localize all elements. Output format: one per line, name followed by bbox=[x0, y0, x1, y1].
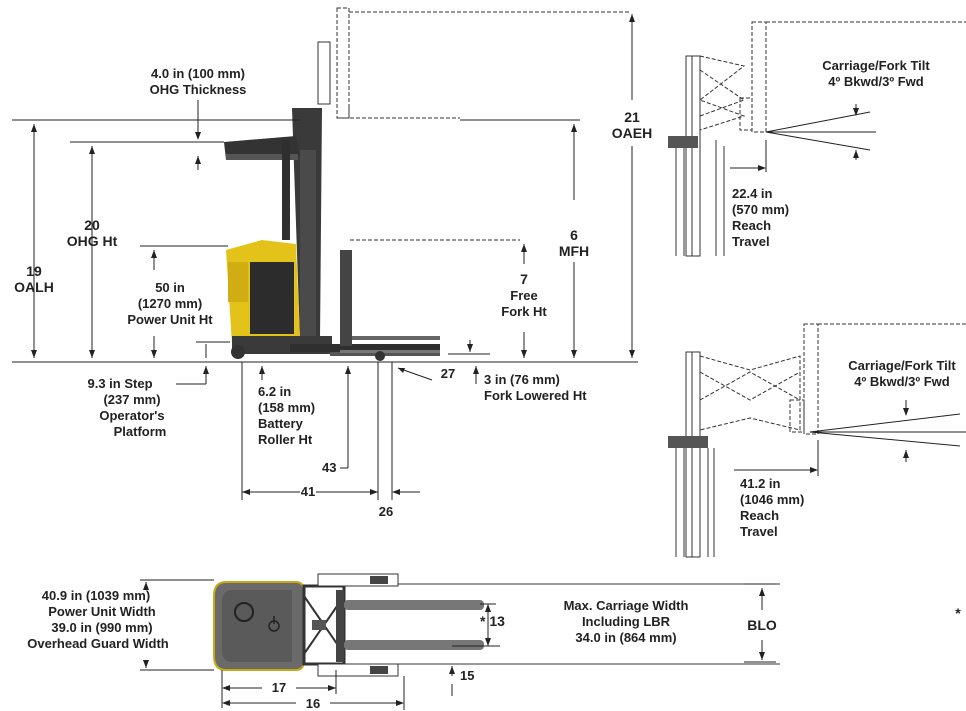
reach-detail-1 bbox=[668, 21, 966, 257]
carriage-width-line-1: Max. Carriage Width bbox=[564, 598, 689, 613]
free-fork-line-1: Free bbox=[510, 288, 537, 303]
ohg-ht-number: 20 bbox=[84, 217, 100, 233]
step-line-3: Operator's bbox=[99, 408, 164, 423]
side-dimensions bbox=[12, 14, 635, 500]
power-unit-width-line-2: Power Unit Width bbox=[48, 604, 156, 619]
reach-detail-2 bbox=[668, 323, 966, 558]
reach-1-line-4: Travel bbox=[732, 234, 770, 249]
dim-26: 26 bbox=[379, 504, 393, 519]
free-fork-line-2: Fork Ht bbox=[501, 304, 547, 319]
blo-label: BLO bbox=[747, 617, 777, 633]
tilt-1-line-1: Carriage/Fork Tilt bbox=[822, 58, 930, 73]
power-unit-ht-in: 50 in bbox=[155, 280, 185, 295]
power-unit-width-line-4: Overhead Guard Width bbox=[27, 636, 169, 651]
reach-2-line-1: 41.2 in bbox=[740, 476, 781, 491]
fork-lowered-value: 3 in (76 mm) bbox=[484, 372, 560, 387]
mfh-number: 6 bbox=[570, 227, 578, 243]
ohg-thickness-label: OHG Thickness bbox=[150, 82, 247, 97]
side-labels: 4.0 in (100 mm) OHG Thickness 20 OHG Ht … bbox=[14, 66, 652, 519]
reach-2-line-4: Travel bbox=[740, 524, 778, 539]
carriage-width-line-2: Including LBR bbox=[582, 614, 671, 629]
ohg-thickness-value: 4.0 in (100 mm) bbox=[151, 66, 245, 81]
tilt-2-line-2: 4º Bkwd/3º Fwd bbox=[854, 374, 950, 389]
steering-wheel-icon bbox=[234, 602, 254, 622]
fork-lowered-label: Fork Lowered Ht bbox=[484, 388, 587, 403]
step-line-4: Platform bbox=[114, 424, 167, 439]
dim-27: 27 bbox=[441, 366, 455, 381]
step-line-1: 9.3 in Step bbox=[87, 376, 152, 391]
reach-detail-1-labels: Carriage/Fork Tilt 4º Bkwd/3º Fwd 22.4 i… bbox=[732, 58, 930, 249]
mfh-label: MFH bbox=[559, 243, 589, 259]
top-labels: 40.9 in (1039 mm) Power Unit Width 39.0 … bbox=[27, 588, 961, 711]
battery-line-4: Roller Ht bbox=[258, 432, 313, 447]
power-unit-ht-mm: (1270 mm) bbox=[138, 296, 202, 311]
power-unit-width-line-3: 39.0 in (990 mm) bbox=[51, 620, 152, 635]
carriage-width-line-3: 34.0 in (864 mm) bbox=[575, 630, 676, 645]
ohg-ht-label: OHG Ht bbox=[67, 233, 118, 249]
reach-1-line-2: (570 mm) bbox=[732, 202, 789, 217]
free-fork-number: 7 bbox=[520, 271, 528, 287]
top-dimensions bbox=[140, 579, 776, 710]
oaeh-number: 21 bbox=[624, 109, 640, 125]
dim-16: 16 bbox=[306, 696, 320, 711]
dim-15: 15 bbox=[460, 668, 474, 683]
top-view-truck bbox=[213, 573, 780, 677]
reach-2-line-2: (1046 mm) bbox=[740, 492, 804, 507]
side-view-truck bbox=[12, 7, 638, 363]
reach-2-line-3: Reach bbox=[740, 508, 779, 523]
reach-detail-2-labels: Carriage/Fork Tilt 4º Bkwd/3º Fwd 41.2 i… bbox=[740, 358, 956, 539]
dim-13: * 13 bbox=[480, 613, 505, 629]
dim-43: 43 bbox=[322, 460, 336, 475]
reach-1-line-3: Reach bbox=[732, 218, 771, 233]
power-unit-width-line-1: 40.9 in (1039 mm) bbox=[42, 588, 150, 603]
battery-line-2: (158 mm) bbox=[258, 400, 315, 415]
reach-1-line-1: 22.4 in bbox=[732, 186, 773, 201]
battery-line-1: 6.2 in bbox=[258, 384, 291, 399]
power-unit-ht-label: Power Unit Ht bbox=[127, 312, 213, 327]
dim-41: 41 bbox=[301, 484, 315, 499]
oalh-label: OALH bbox=[14, 279, 54, 295]
battery-line-3: Battery bbox=[258, 416, 304, 431]
dim-17: 17 bbox=[272, 680, 286, 695]
tilt-2-line-1: Carriage/Fork Tilt bbox=[848, 358, 956, 373]
oalh-number: 19 bbox=[26, 263, 42, 279]
oaeh-label: OAEH bbox=[612, 125, 652, 141]
asterisk-note: * bbox=[955, 605, 961, 621]
step-line-2: (237 mm) bbox=[103, 392, 160, 407]
tilt-1-line-2: 4º Bkwd/3º Fwd bbox=[828, 74, 924, 89]
